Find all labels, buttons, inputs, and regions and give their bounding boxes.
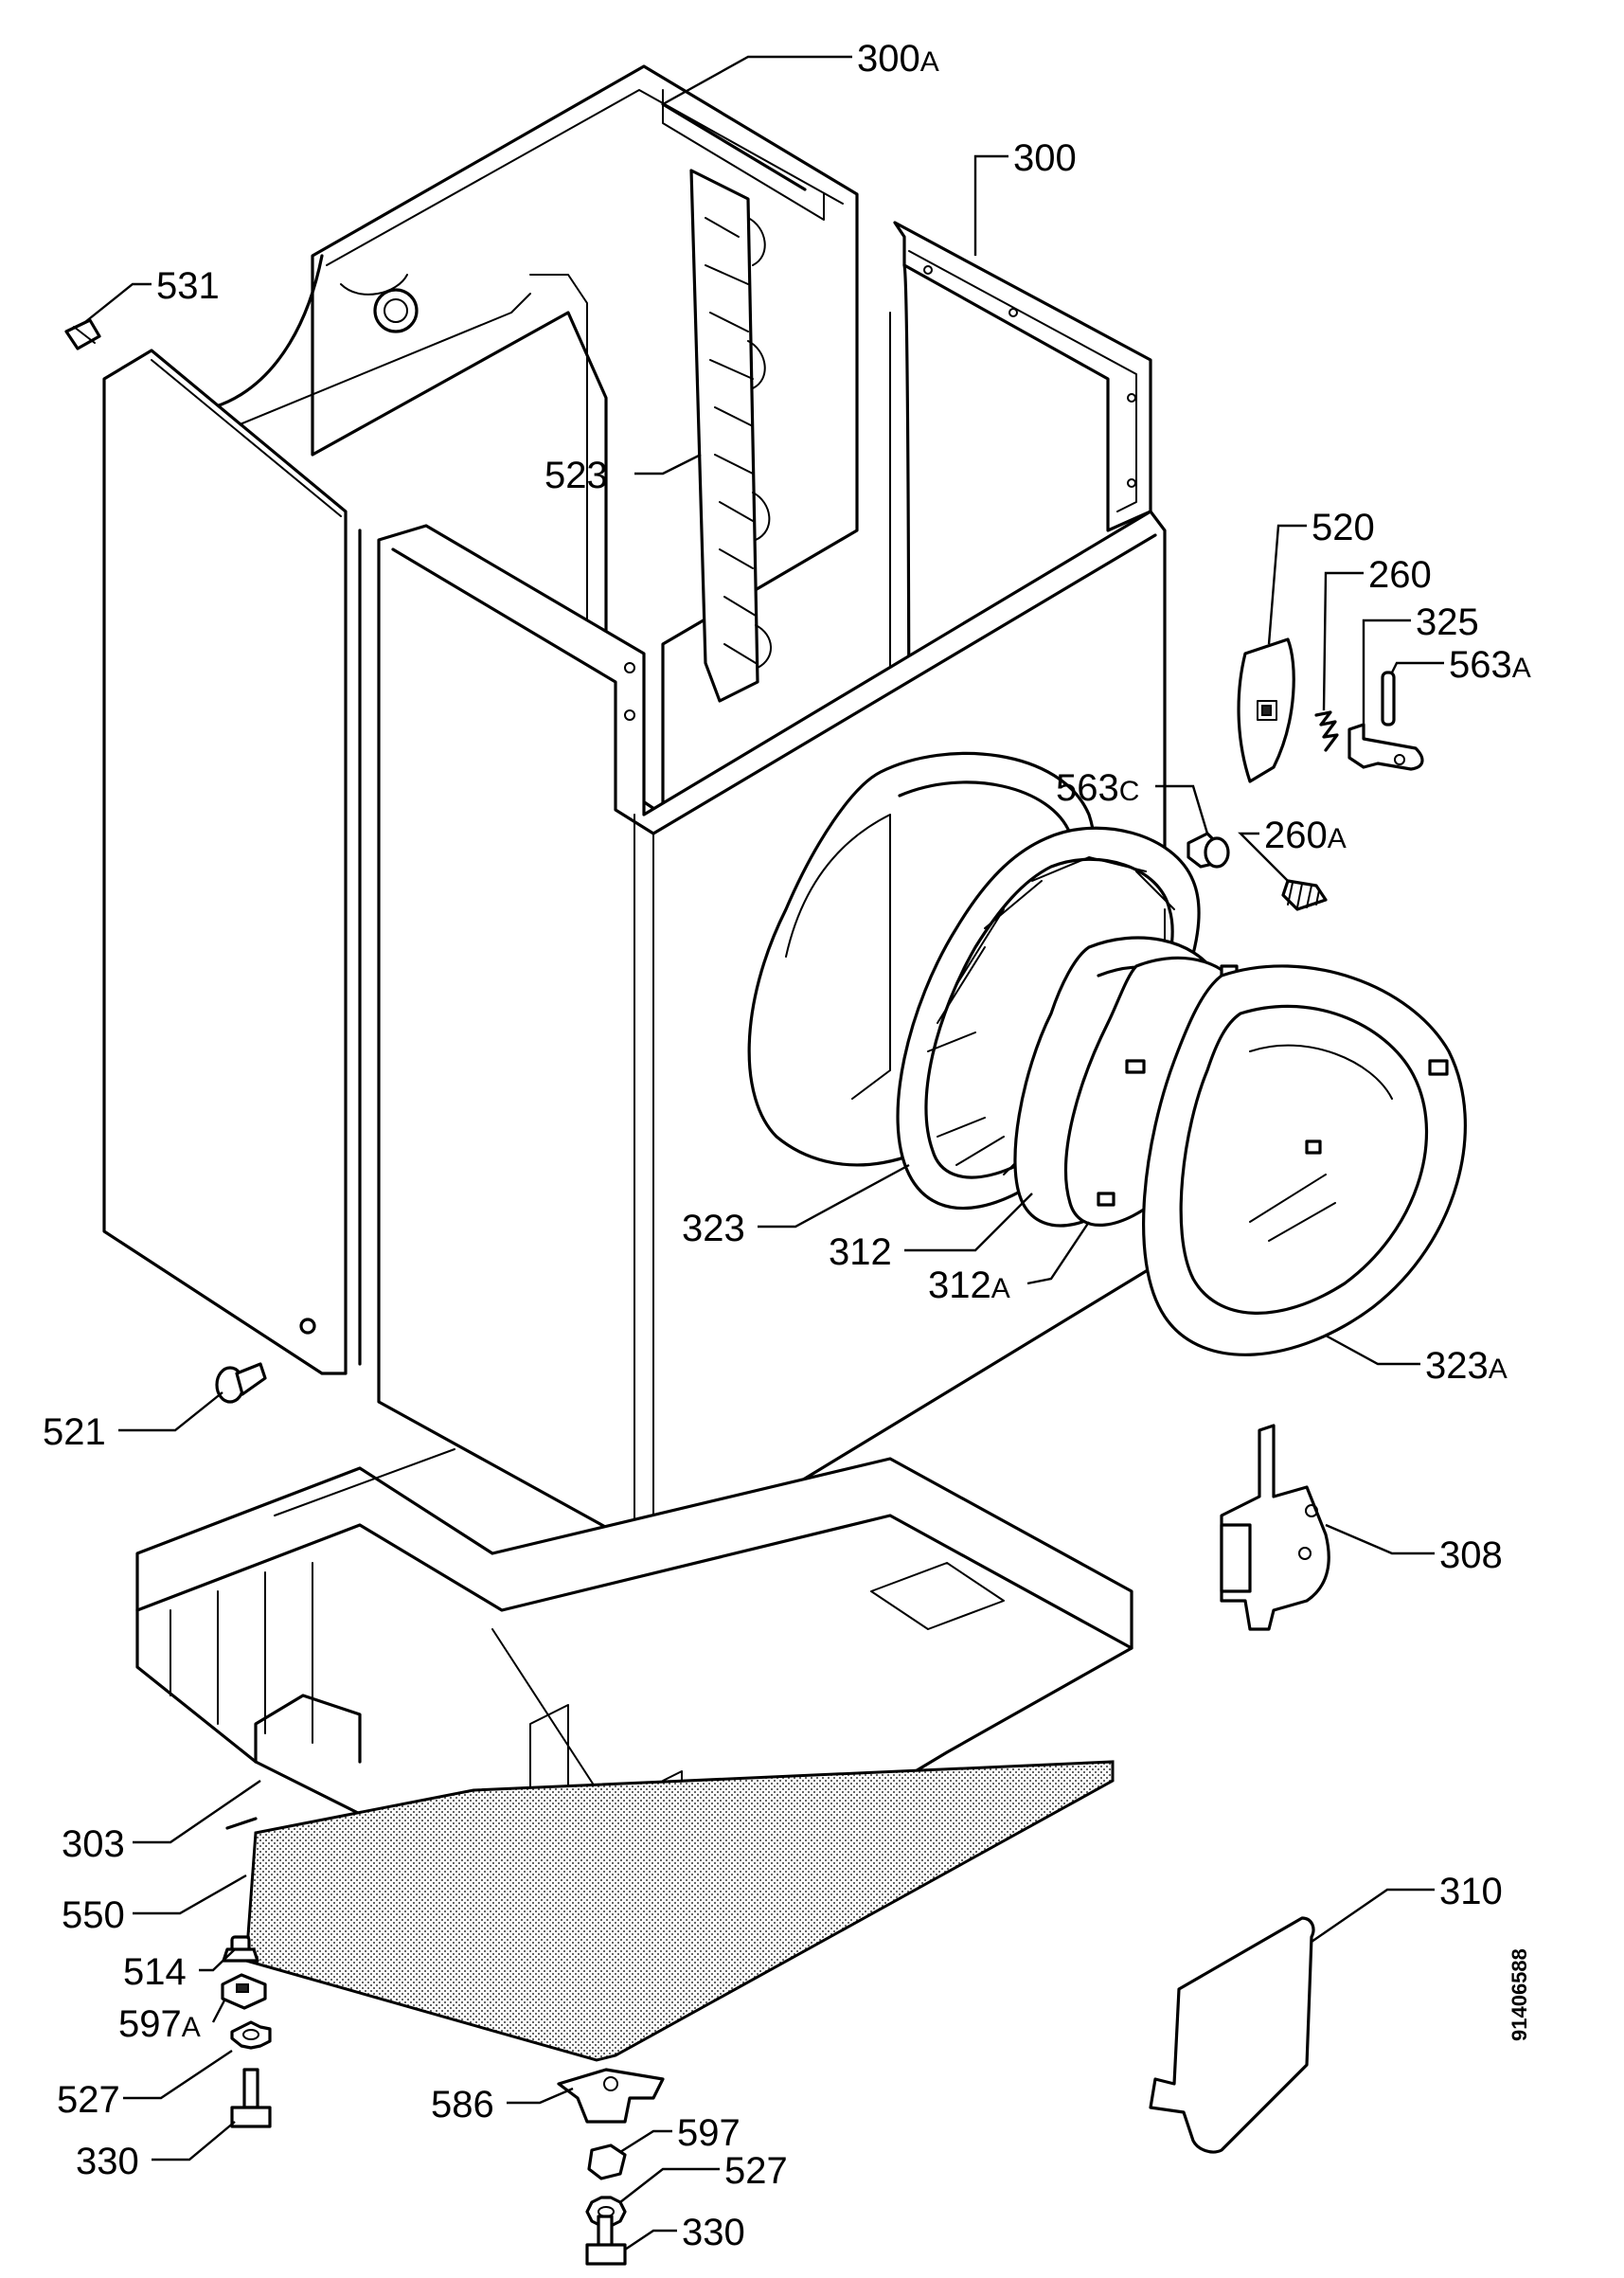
label-523: 523 [544,455,608,496]
label-300a: 300A [857,38,939,80]
label-514: 514 [123,1951,187,1993]
label-586: 586 [431,2084,494,2126]
spring-260a [1281,879,1328,911]
door-lock-308 [1220,1424,1330,1631]
door-ring-323a [1142,964,1467,1356]
nut-597 [587,2143,627,2180]
document-number: 91406588 [1508,1948,1531,2041]
screw-521 [215,1362,267,1404]
screw-531 [64,318,101,350]
label-563a: 563A [1449,644,1531,686]
label-531: 531 [156,265,220,307]
foot-330-left [230,2068,272,2128]
label-303: 303 [62,1823,125,1865]
spring-260 [1314,710,1339,752]
label-300: 300 [1013,137,1077,179]
label-563c: 563C [1056,767,1139,809]
label-527-right: 527 [724,2150,788,2192]
bolt-563c [1187,832,1230,869]
label-527-left: 527 [57,2079,120,2121]
label-521: 521 [43,1411,106,1453]
nut-514 [222,1935,259,1963]
label-323a: 323A [1425,1345,1508,1387]
label-312: 312 [829,1231,892,1273]
label-323: 323 [682,1208,745,1249]
label-308: 308 [1439,1534,1503,1576]
nut-597a [221,1973,267,2010]
label-520: 520 [1312,507,1375,548]
foot-330-right [585,2215,627,2266]
rail-523 [689,169,772,703]
label-330-right: 330 [682,2212,745,2253]
washer-527-left [230,2020,272,2050]
label-325: 325 [1416,601,1479,643]
panel-310 [1149,1916,1315,2154]
leader-lines [84,55,1444,2251]
label-260a: 260A [1264,815,1347,856]
foot-bracket-586 [557,2068,665,2124]
label-597: 597 [677,2112,741,2154]
mat-550 [225,1760,1115,2062]
label-597a: 597A [118,2003,201,2045]
label-550: 550 [62,1894,125,1936]
label-310: 310 [1439,1871,1503,1912]
label-312a: 312A [928,1265,1010,1306]
side-panel [102,349,362,1375]
washer-527-right [585,2196,627,2228]
label-330-left: 330 [76,2141,139,2182]
pin-563a [1381,671,1396,726]
lever-325 [1347,723,1424,771]
label-260: 260 [1368,554,1432,596]
hinge-520 [1237,637,1295,783]
